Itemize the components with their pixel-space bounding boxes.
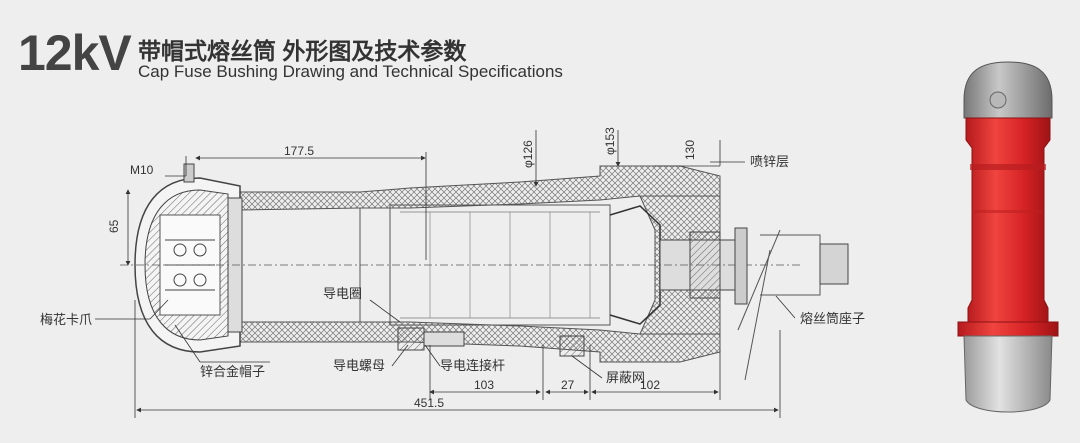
chinese-title: 带帽式熔丝筒 外形图及技术参数 (138, 38, 467, 64)
dimension-lines (95, 130, 796, 418)
dim-65: 65 (107, 219, 121, 233)
label-conductive-nut: 导电螺母 (333, 359, 385, 374)
label-fuse-seat: 熔丝筒座子 (800, 311, 865, 327)
label-zinc-alloy-cap: 锌合金帽子 (200, 364, 265, 380)
label-zinc-layer: 喷锌层 (750, 155, 789, 170)
cap-screw-icon (989, 91, 1007, 109)
dim-102: 102 (640, 378, 660, 392)
dim-phi153: φ153 (603, 127, 617, 155)
label-plum-clip: 梅花卡爪 (40, 312, 92, 328)
dim-103: 103 (474, 378, 494, 392)
bushing-body (239, 165, 849, 381)
label-conductive-ring: 导电圈 (323, 287, 362, 302)
dim-27: 27 (561, 378, 575, 392)
voltage-label: 12kV (18, 25, 132, 81)
dim-m10: M10 (130, 163, 154, 177)
english-title: Cap Fuse Bushing Drawing and Technical S… (138, 62, 563, 81)
product-photo (957, 61, 1059, 413)
dim-177-5: 177.5 (284, 144, 314, 158)
label-conductive-rod: 导电连接杆 (440, 358, 505, 374)
label-shield-net: 屏蔽网 (606, 371, 645, 386)
conductive-nut-hw (397, 327, 465, 351)
dim-451-5: 451.5 (414, 396, 444, 410)
shield-net-hw (559, 335, 585, 357)
dim-phi126: φ126 (521, 140, 535, 168)
zinc-alloy-cap (120, 163, 600, 353)
dim-130: 130 (683, 140, 697, 160)
